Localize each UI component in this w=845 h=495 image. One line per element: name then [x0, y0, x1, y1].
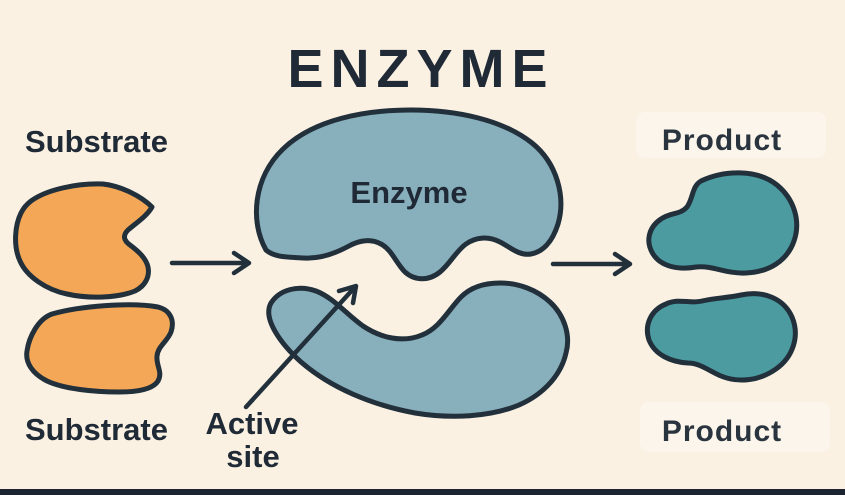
reaction-arrow-left-icon: [169, 250, 252, 276]
substrate-label-bottom: Substrate: [25, 412, 168, 447]
reaction-arrow-right-icon: [550, 251, 633, 277]
active-site-label-line1: Active: [205, 406, 298, 441]
enzyme-shape-top: [253, 107, 564, 282]
substrate-shape-bottom: [24, 302, 175, 395]
enzyme-shape-bottom: [266, 280, 571, 419]
substrate-label-top: Substrate: [25, 124, 168, 159]
product-label-bottom: Product: [662, 415, 782, 448]
bottom-rule: [0, 489, 845, 495]
ghost-band-top: [636, 112, 826, 158]
product-shape-bottom: [644, 291, 798, 383]
page-title: ENZYME: [287, 39, 554, 99]
product-label-top: Product: [662, 124, 782, 157]
product-shape-top: [646, 170, 800, 276]
active-site-pointer-icon: [243, 283, 359, 410]
ghost-band-bottom: [640, 402, 830, 452]
enzyme-label: Enzyme: [350, 175, 467, 210]
substrate-shape-top: [13, 181, 155, 300]
active-site-label-line2: site: [226, 439, 279, 474]
